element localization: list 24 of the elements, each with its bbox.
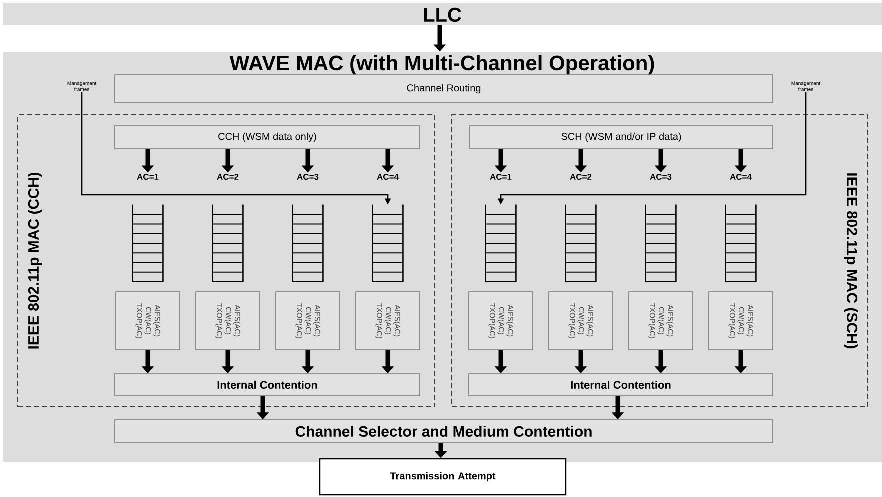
queue-drawing bbox=[645, 204, 677, 282]
queue-label: AC=1 bbox=[490, 174, 512, 180]
queue-label: AC=2 bbox=[217, 174, 239, 180]
queue-drawing bbox=[485, 204, 517, 282]
process-box: Internal Contention bbox=[468, 374, 774, 396]
process-box: SCH (WSM and/or IP data) bbox=[470, 126, 774, 150]
queue-drawing bbox=[292, 204, 324, 282]
queue-label: AC=3 bbox=[297, 174, 319, 180]
process-box: CCH (WSM data only) bbox=[114, 126, 420, 150]
process-box: Transmission Attempt bbox=[319, 458, 567, 496]
queue-label: AC=1 bbox=[137, 174, 159, 180]
queue-label: AC=4 bbox=[730, 174, 752, 180]
queue-drawing bbox=[372, 204, 404, 282]
queue-label: AC=2 bbox=[570, 174, 592, 180]
process-box: Channel Routing bbox=[114, 74, 774, 104]
queue-label: AC=4 bbox=[377, 174, 399, 180]
queue-drawing bbox=[725, 204, 757, 282]
queue-drawing bbox=[132, 204, 164, 282]
queue-label: AC=3 bbox=[650, 174, 672, 180]
process-box: Channel Selector and Medium Contention bbox=[114, 420, 774, 444]
queue-drawing bbox=[212, 204, 244, 282]
process-box: Internal Contention bbox=[114, 374, 420, 396]
layer-band: LLC bbox=[3, 3, 882, 25]
queue-drawing bbox=[565, 204, 597, 282]
